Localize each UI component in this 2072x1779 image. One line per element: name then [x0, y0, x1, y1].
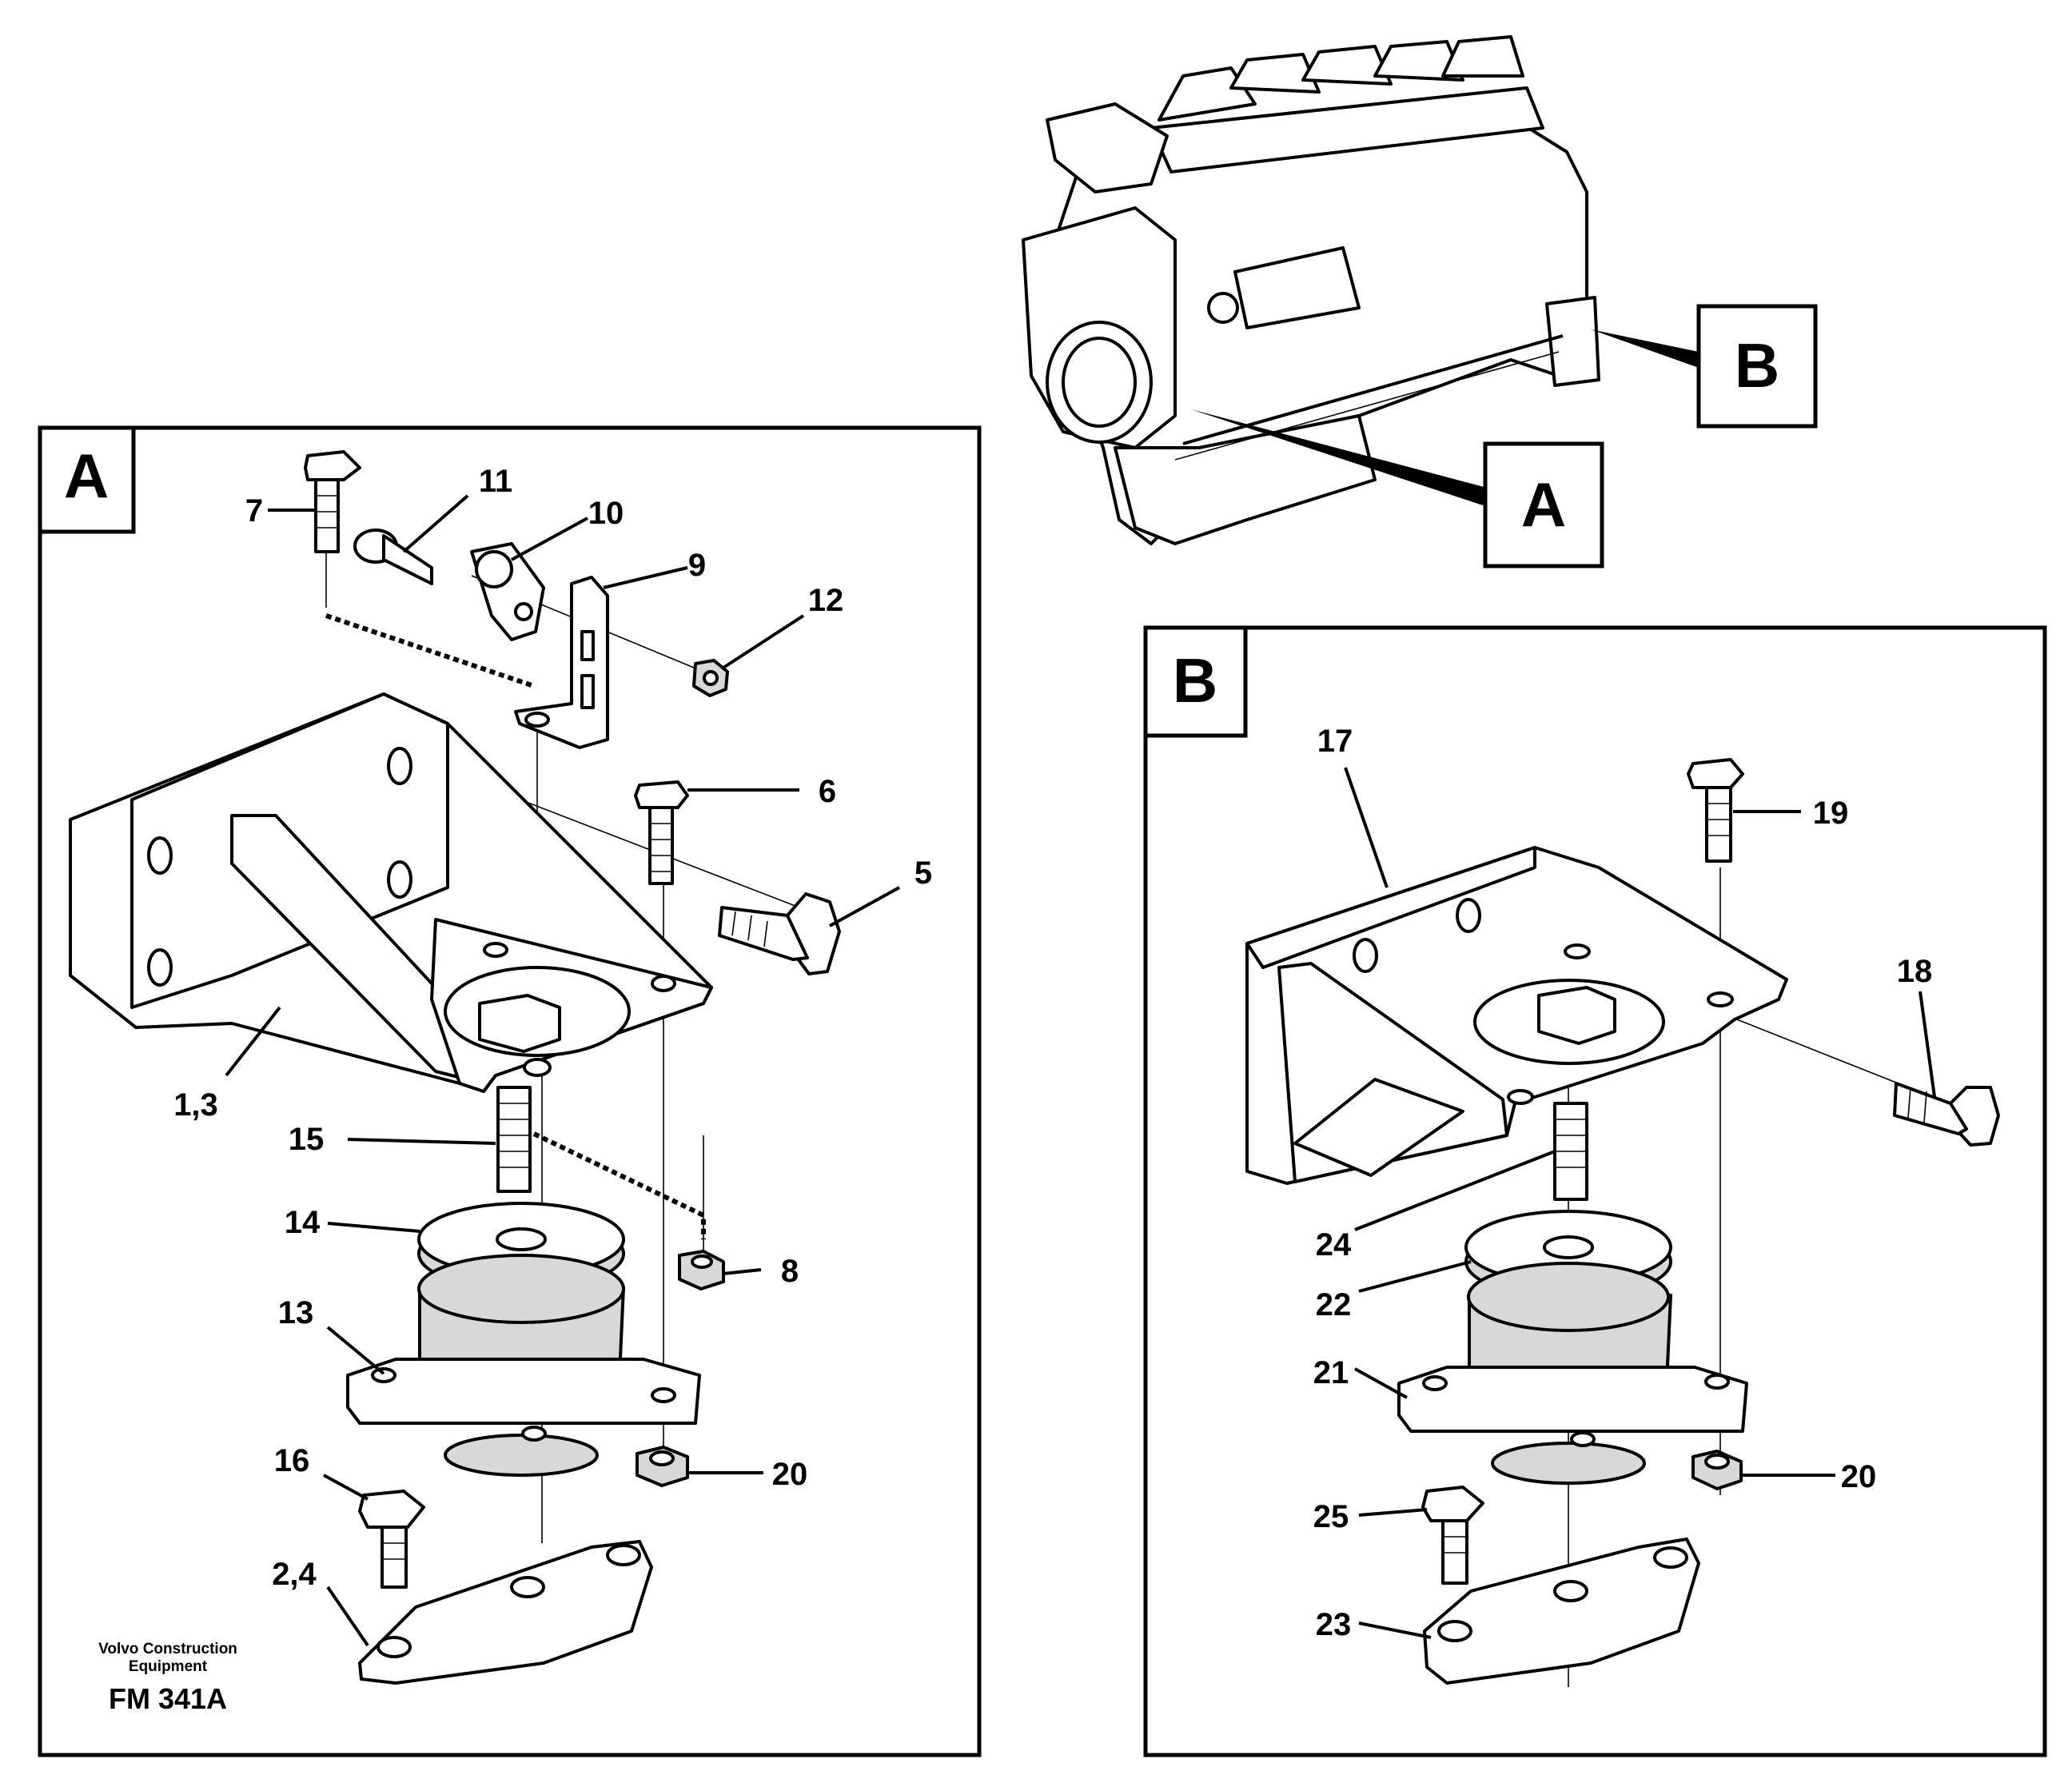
leaders-b: [1344, 767, 1936, 1639]
ref-box-a: A: [1483, 441, 1604, 568]
plate-2-4: [358, 1540, 653, 1685]
bolt-5: [718, 892, 841, 975]
callout-2-4: 2,4: [272, 1557, 317, 1592]
callout-14: 14: [285, 1205, 321, 1240]
callout-13: 13: [278, 1295, 314, 1330]
bracket-17: [1245, 846, 1788, 1185]
callout-9: 9: [688, 548, 706, 583]
callouts-b: 17 19 18 24 22 21 20 25 23: [1313, 724, 1933, 1642]
nut-8: [678, 1250, 725, 1290]
callout-20-a: 20: [772, 1457, 808, 1492]
watermark-company-line2: Equipment: [129, 1658, 208, 1675]
stud-24: [1537, 986, 1616, 1201]
callout-5: 5: [914, 856, 932, 891]
callout-1-3: 1,3: [173, 1087, 218, 1123]
detail-b-panel: B: [1143, 625, 2047, 1757]
ref-label-b: B: [1735, 330, 1779, 401]
bolt-16: [358, 1490, 425, 1589]
callout-20-b: 20: [1841, 1459, 1877, 1494]
callout-25: 25: [1313, 1499, 1349, 1534]
rubber-mount-13: [346, 1254, 701, 1477]
nut-12: [692, 659, 729, 697]
watermark-company-line1: Volvo Construction: [98, 1641, 237, 1657]
callout-21: 21: [1313, 1355, 1349, 1390]
ref-label-a: A: [1521, 469, 1566, 540]
ref-box-b: B: [1696, 304, 1818, 429]
callout-15: 15: [289, 1122, 325, 1157]
bolt-18: [1893, 1082, 2000, 1147]
engine-overview: B A: [1022, 35, 1818, 568]
bracket-1-3: [69, 692, 713, 1093]
nut-20-b: [1691, 1450, 1743, 1490]
pointer-a: [1191, 409, 1487, 505]
clip-10: [470, 542, 545, 641]
stud-15: [478, 994, 561, 1193]
leaders-a: [225, 494, 900, 1647]
detail-b-letter: B: [1173, 645, 1217, 716]
detail-b-frame: [1143, 625, 2047, 1757]
watermark: Volvo Construction Equipment FM 341A: [98, 1641, 237, 1715]
bracket-9: [514, 576, 609, 749]
bolt-19: [1687, 758, 1744, 863]
bolt-6: [634, 780, 689, 885]
engine-illustration: [1022, 35, 1600, 545]
plate-23: [1423, 1538, 1700, 1685]
callout-23: 23: [1316, 1607, 1352, 1642]
callout-17: 17: [1317, 724, 1353, 759]
callout-7: 7: [245, 493, 263, 529]
detail-a-frame: [38, 425, 982, 1757]
detail-a-letter: A: [64, 441, 109, 511]
rubber-mount-21: [1397, 1262, 1748, 1485]
callout-18: 18: [1897, 954, 1933, 989]
callout-6: 6: [819, 774, 836, 809]
callout-8: 8: [781, 1254, 799, 1289]
drawing-id: FM 341A: [109, 1682, 227, 1715]
callout-10: 10: [588, 496, 624, 531]
bolt-7: [304, 450, 361, 553]
callout-22: 22: [1316, 1287, 1352, 1322]
callouts-a: 7 11 10 9 12 6 5 1,3 15 14 8 13 16 20 2,…: [173, 464, 932, 1592]
nut-20-a: [636, 1446, 689, 1487]
detail-a-letter-box: [38, 425, 136, 534]
callout-11: 11: [479, 464, 512, 499]
pointer-b: [1591, 329, 1699, 368]
detail-b-letter-box: [1143, 625, 1248, 738]
detail-a-panel: A: [38, 425, 982, 1757]
callout-24: 24: [1316, 1227, 1352, 1262]
callout-16: 16: [274, 1443, 310, 1478]
bolt-25: [1421, 1486, 1484, 1585]
callout-19: 19: [1813, 796, 1849, 831]
callout-12: 12: [808, 583, 844, 618]
screw-11: [353, 529, 433, 585]
